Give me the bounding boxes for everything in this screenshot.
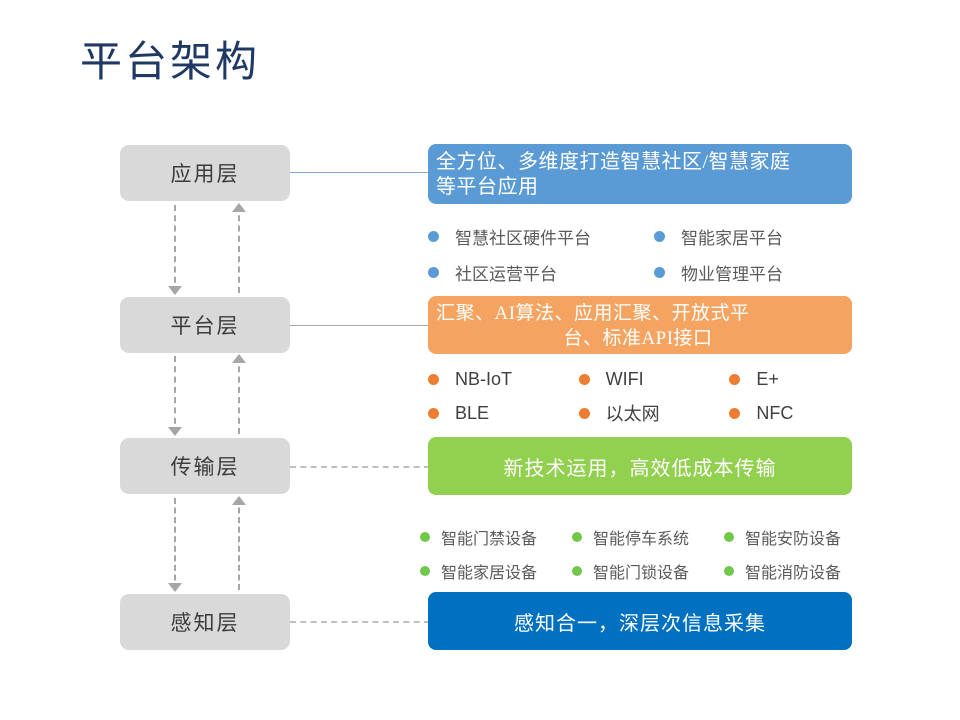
- list-item-label: 智能家居平台: [681, 228, 783, 248]
- arrow-head-up-icon: [232, 203, 246, 212]
- layer-chip-application-label: 应用层: [170, 162, 240, 186]
- arrow-transmission-to-platform-up: [232, 354, 246, 434]
- list-item-label: 智慧社区硬件平台: [455, 228, 591, 248]
- banner-transmission: 新技术运用，高效低成本传输: [428, 437, 852, 495]
- bullet-dot-icon: [420, 566, 430, 576]
- list-item[interactable]: E+: [729, 369, 880, 390]
- bullet-dot-icon: [428, 266, 439, 278]
- list-item-label: E+: [756, 368, 779, 389]
- list-item[interactable]: 智慧社区硬件平台: [428, 224, 654, 249]
- bullet-row: 智能家居设备 智能门锁设备 智能消防设备: [420, 554, 880, 588]
- list-item-label: 智能家居设备: [441, 565, 538, 582]
- list-item[interactable]: 智能门禁设备: [420, 525, 572, 549]
- arrow-app-to-platform-down: [168, 205, 182, 295]
- connector-platform: [290, 325, 430, 326]
- list-item-label: 智能消防设备: [745, 565, 842, 582]
- arrow-perception-to-transmission-up: [232, 496, 246, 590]
- connector-perception: [290, 621, 430, 623]
- list-item-label: 智能停车系统: [593, 531, 690, 548]
- layer-chip-platform[interactable]: 平台层: [120, 297, 290, 353]
- banner-platform-line2: 台、标准API接口: [563, 328, 713, 349]
- bullet-dot-icon: [428, 230, 439, 242]
- arrow-head-down-icon: [168, 583, 182, 592]
- list-item[interactable]: 智能家居平台: [654, 224, 880, 249]
- list-item-label: 社区运营平台: [455, 264, 557, 284]
- bullet-dot-icon: [654, 230, 665, 242]
- list-item[interactable]: 智能安防设备: [724, 525, 876, 549]
- page-title: 平台架构: [80, 40, 261, 86]
- bullet-row: BLE 以太网 NFC: [428, 396, 880, 430]
- list-item-label: NB-IoT: [455, 368, 513, 389]
- list-item-label: 智能安防设备: [745, 531, 842, 548]
- arrow-head-down-icon: [168, 286, 182, 295]
- banner-perception-text: 感知合一，深层次信息采集: [514, 612, 766, 635]
- list-item[interactable]: 智能门锁设备: [572, 559, 724, 583]
- list-item-label: 智能门锁设备: [593, 565, 690, 582]
- connector-application: [290, 172, 430, 173]
- arrow-stem: [238, 498, 240, 590]
- bullet-dot-icon: [729, 373, 741, 385]
- banner-platform-line1: 汇聚、AI算法、应用汇聚、开放式平: [436, 303, 750, 324]
- bullet-dot-icon: [420, 532, 430, 542]
- layer-chip-transmission[interactable]: 传输层: [120, 438, 290, 494]
- bullet-dot-icon: [654, 266, 665, 278]
- arrow-transmission-to-perception-down: [168, 498, 182, 592]
- list-item[interactable]: WIFI: [578, 368, 730, 390]
- banner-platform: 汇聚、AI算法、应用汇聚、开放式平 台、标准API接口: [428, 296, 852, 354]
- list-item[interactable]: 物业管理平台: [654, 260, 880, 285]
- list-item-label: 智能门禁设备: [441, 531, 538, 548]
- arrow-platform-to-transmission-down: [168, 356, 182, 436]
- arrow-head-up-icon: [232, 354, 246, 363]
- arrow-platform-to-app-up: [232, 203, 246, 293]
- bullet-dot-icon: [724, 566, 734, 576]
- arrow-stem: [238, 205, 240, 293]
- arrow-stem: [174, 356, 176, 434]
- list-item[interactable]: NB-IoT: [428, 369, 579, 390]
- banner-perception: 感知合一，深层次信息采集: [428, 592, 852, 650]
- bullet-row: NB-IoT WIFI E+: [428, 362, 880, 396]
- arrow-head-up-icon: [232, 496, 246, 505]
- list-item-label: WIFI: [605, 368, 644, 389]
- bullet-row: 社区运营平台 物业管理平台: [428, 254, 880, 290]
- bullet-row: 智慧社区硬件平台 智能家居平台: [428, 218, 880, 254]
- bullet-group-application: 智慧社区硬件平台 智能家居平台 社区运营平台 物业管理平台: [428, 218, 880, 290]
- bullet-group-platform: NB-IoT WIFI E+ BLE 以太网 NFC: [428, 362, 880, 430]
- bullet-dot-icon: [729, 407, 741, 419]
- list-item-label: NFC: [756, 402, 794, 423]
- list-item[interactable]: 智能停车系统: [572, 525, 724, 549]
- banner-application: 全方位、多维度打造智慧社区/智慧家庭 等平台应用: [428, 144, 852, 204]
- connector-transmission: [290, 466, 430, 468]
- list-item[interactable]: NFC: [729, 403, 880, 424]
- bullet-group-transmission: 智能门禁设备 智能停车系统 智能安防设备 智能家居设备 智能门锁设备: [420, 520, 880, 588]
- list-item[interactable]: 智能家居设备: [420, 559, 572, 583]
- list-item[interactable]: 以太网: [578, 400, 730, 426]
- arrow-head-down-icon: [168, 427, 182, 436]
- arrow-stem: [174, 498, 176, 590]
- banner-application-line2: 等平台应用: [436, 176, 539, 198]
- layer-chip-perception-label: 感知层: [170, 611, 240, 635]
- list-item-label: 物业管理平台: [681, 264, 783, 284]
- layer-chip-perception[interactable]: 感知层: [120, 594, 290, 650]
- banner-transmission-text: 新技术运用，高效低成本传输: [503, 457, 777, 480]
- bullet-dot-icon: [578, 407, 590, 419]
- layer-chip-application[interactable]: 应用层: [120, 145, 290, 201]
- layer-chip-platform-label: 平台层: [170, 314, 240, 338]
- banner-application-line1: 全方位、多维度打造智慧社区/智慧家庭: [436, 151, 791, 173]
- arrow-stem: [174, 205, 176, 293]
- list-item-label: 以太网: [605, 404, 660, 424]
- bullet-dot-icon: [572, 532, 582, 542]
- bullet-dot-icon: [428, 407, 439, 419]
- bullet-dot-icon: [428, 373, 439, 385]
- arrow-stem: [238, 356, 240, 434]
- layer-chip-transmission-label: 传输层: [170, 455, 240, 479]
- bullet-dot-icon: [578, 373, 590, 385]
- bullet-dot-icon: [572, 566, 582, 576]
- list-item[interactable]: 智能消防设备: [724, 559, 876, 583]
- list-item[interactable]: BLE: [428, 403, 579, 424]
- list-item[interactable]: 社区运营平台: [428, 260, 654, 285]
- list-item-label: BLE: [455, 402, 490, 423]
- bullet-dot-icon: [724, 532, 734, 542]
- bullet-row: 智能门禁设备 智能停车系统 智能安防设备: [420, 520, 880, 554]
